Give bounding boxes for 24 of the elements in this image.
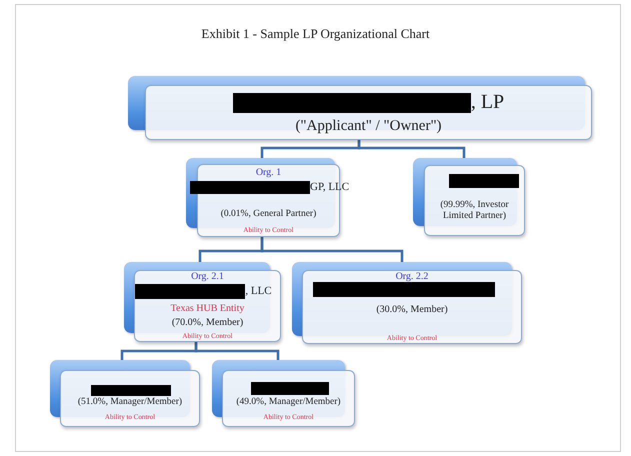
org-heading: Org. 1 bbox=[256, 167, 282, 178]
entity-text: (49.0%, Manager/Member) bbox=[236, 397, 341, 407]
entity-text: , LP bbox=[470, 91, 504, 113]
org-box bbox=[212, 360, 355, 427]
entity-text: GP, LLC bbox=[310, 181, 350, 194]
entity-text: (70.0%, Member) bbox=[172, 317, 244, 328]
org-heading: Org. 2.1 bbox=[191, 271, 224, 282]
connector-line bbox=[260, 237, 404, 262]
org-box bbox=[413, 158, 525, 236]
org-box bbox=[128, 76, 592, 140]
org-box bbox=[124, 262, 281, 342]
org-box bbox=[292, 262, 522, 344]
org-heading: Org. 2.2 bbox=[396, 271, 428, 282]
entity-text: (51.0%, Manager/Member) bbox=[78, 397, 182, 407]
org-box bbox=[50, 360, 200, 427]
connector-line bbox=[194, 342, 280, 360]
entity-text: (30.0%, Member) bbox=[376, 304, 448, 315]
connector-line bbox=[358, 140, 466, 158]
entity-text: (0.01%, General Partner) bbox=[220, 209, 316, 219]
chart-title: Exhibit 1 - Sample LP Organizational Chart bbox=[200, 26, 431, 42]
entity-text: (99.99%, Investor Limited Partner) bbox=[440, 200, 509, 221]
control-note: Texas HUB Entity bbox=[170, 303, 244, 314]
entity-text: , LLC bbox=[245, 285, 272, 298]
entity-text: ("Applicant" / "Owner") bbox=[295, 118, 442, 134]
